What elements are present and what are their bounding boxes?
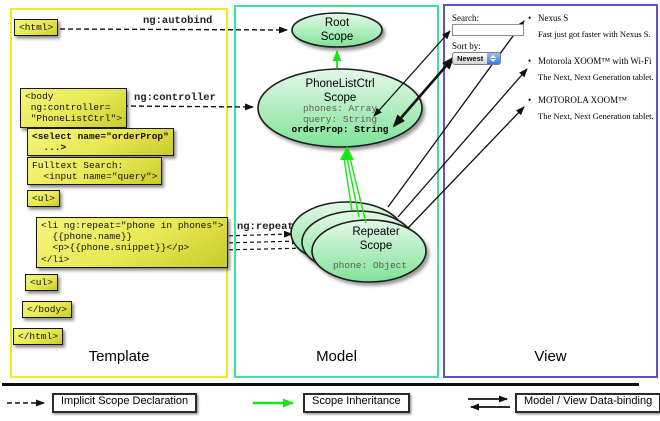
search-label: Search: [452,13,479,23]
root-scope-title: Root Scope [320,17,354,43]
legend-model-view-data-binding: Model / View Data-binding [515,393,660,413]
prop-phones: phones: Array [302,103,378,114]
prop-query: query: String [302,113,378,125]
view-item-desc: The Next, Next Generation tablet. [538,111,654,121]
phonelistctrl-scope-title: PhoneListCtrl Scope [305,78,375,104]
template-column-label: Template [88,348,150,365]
repeater-scope-title: Repeater Scope [352,226,400,252]
code-box-fulltext-search: Fulltext Search: <input name="query"> [27,157,163,186]
controller-label: ng:controller [134,92,216,104]
repeat-label: ng:repeat [237,221,294,233]
view-item-desc: Fast just got faster with Nexus S. [538,29,651,39]
bullet-icon: • [528,13,532,23]
bullet-icon: • [528,95,532,105]
view-item-title: MOTOROLA XOOM™ [538,95,627,105]
chevron-up-icon [490,55,496,58]
legend-implicit-scope-declaration: Implicit Scope Declaration [52,393,198,413]
sort-select-value: Newest [457,54,484,63]
chevron-down-icon [490,59,496,62]
view-item-desc: The Next, Next Generation tablet. [538,72,654,82]
code-box-body-open: <body ng:controller= "PhoneListCtrl"> [20,88,127,128]
code-box-ul-close: <ul> [25,274,58,292]
view-column-label: View [534,348,567,365]
code-box-ul-open: <ul> [27,190,60,208]
sort-by-label: Sort by: [452,41,481,51]
code-box-html-close: </html> [13,328,63,346]
code-box-select-orderprop: <select name="orderProp" ...> [27,128,174,157]
code-box-li-repeat: <li ng:repeat="phone in phones"> {{phone… [36,217,229,268]
sort-select-stepper-icon [487,53,500,64]
model-column-frame [234,5,439,378]
search-input[interactable] [452,24,524,36]
code-box-body-close: </body> [22,301,72,319]
code-box-html-open: <html> [14,19,59,37]
autobind-label: ng:autobind [143,15,213,27]
sort-select[interactable]: Newest [452,52,501,65]
legend-scope-inheritance: Scope Inheritance [303,393,410,413]
view-item-title: Motorola XOOM™ with Wi-Fi [538,56,652,66]
bullet-icon: • [528,56,532,66]
model-column-label: Model [316,348,357,365]
repeater-scope-prop: phone: Object [332,260,408,271]
prop-orderprop: orderProp: String [291,124,389,136]
view-item-title: Nexus S [538,13,569,23]
legend-separator [2,383,639,386]
phonelistctrl-scope-props: phones: Array query: String orderProp: S… [258,103,422,136]
